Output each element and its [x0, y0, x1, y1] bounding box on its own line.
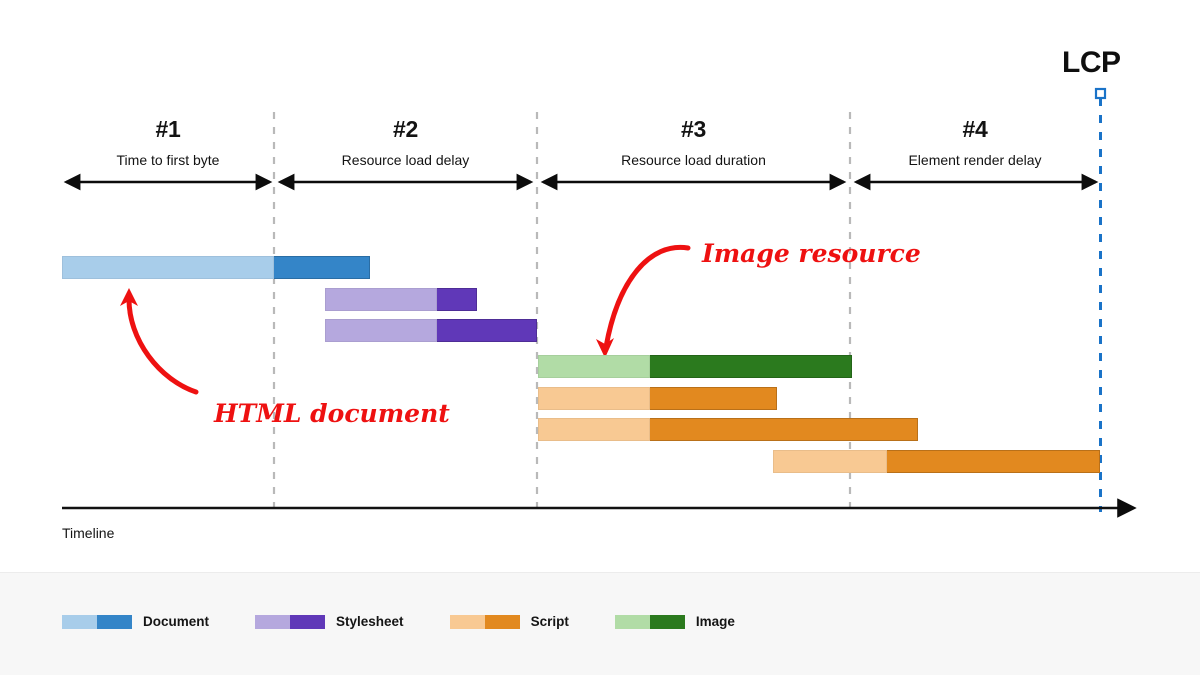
phase-number: #3	[681, 116, 706, 142]
timeline-axis-label: Timeline	[62, 525, 115, 541]
legend-label: Script	[530, 614, 569, 630]
phase-number: #4	[962, 116, 988, 142]
phase-number: #1	[155, 116, 181, 142]
html-document-arrowhead	[120, 288, 138, 306]
annotation-image-resource: Image resource	[702, 239, 921, 268]
resource-bar-script-2	[538, 418, 918, 441]
legend-swatch-document	[62, 615, 132, 629]
phase-block-4: #4 Element render delay	[850, 116, 1100, 168]
html-document-arrow	[126, 294, 199, 395]
bar-segment-dark	[650, 418, 918, 441]
bar-segment-light	[62, 256, 274, 279]
legend-swatch-light	[614, 615, 650, 629]
legend-swatch-script	[449, 615, 520, 629]
legend-item-image: Image	[614, 614, 735, 630]
legend-item-stylesheet: Stylesheet	[255, 615, 404, 629]
image-resource-arrow	[603, 244, 691, 350]
legend-swatch-dark	[484, 615, 520, 629]
legend-swatch-light	[449, 615, 485, 629]
legend-label: Document	[143, 614, 210, 630]
resource-bar-stylesheet-2	[325, 319, 537, 342]
phase-block-2: #2 Resource load delay	[274, 116, 537, 168]
legend-label: Stylesheet	[336, 614, 404, 630]
bar-segment-dark	[887, 450, 1100, 473]
bar-segment-light	[538, 387, 650, 410]
resource-bar-stylesheet-1	[325, 288, 477, 311]
bar-segment-dark	[274, 256, 370, 279]
legend-swatch-dark	[649, 615, 685, 629]
legend-label: Image	[695, 614, 735, 630]
legend-item-document: Document	[62, 615, 209, 629]
legend-swatch-image	[614, 615, 685, 629]
phase-block-1: #1 Time to first byte	[62, 116, 274, 168]
legend-row: Document Stylesheet Script	[62, 615, 781, 629]
phase-block-3: #3 Resource load duration	[537, 116, 850, 168]
legend-swatch-stylesheet	[255, 615, 326, 629]
resource-bar-image	[538, 355, 852, 378]
bar-segment-light	[325, 288, 437, 311]
resource-bar-script-3	[773, 450, 1100, 473]
bar-segment-dark	[650, 387, 777, 410]
legend-swatch-light	[255, 615, 291, 629]
phase-label: Resource load duration	[621, 152, 766, 168]
lcp-marker-square	[1094, 87, 1107, 100]
resource-bar-script-1	[538, 387, 777, 410]
bar-segment-dark	[437, 288, 477, 311]
bar-segment-light	[773, 450, 887, 473]
legend-item-script: Script	[449, 614, 569, 630]
legend-swatch-light	[62, 615, 97, 629]
bar-segment-dark	[650, 355, 852, 378]
diagram-vector-layer	[62, 87, 1137, 518]
resource-bar-document	[62, 256, 370, 279]
lcp-label: LCP	[1062, 46, 1121, 79]
gridline-group	[272, 112, 852, 510]
phase-number: #2	[393, 116, 418, 142]
bar-segment-light	[538, 355, 650, 378]
phase-label: Resource load delay	[341, 152, 470, 168]
phase-label: Time to first byte	[116, 152, 220, 168]
annotation-html-document: HTML document	[214, 399, 450, 428]
bar-segment-light	[325, 319, 437, 342]
bar-segment-dark	[437, 319, 537, 342]
lcp-timeline-diagram: #1 Time to first byte #2 Resource load d…	[62, 46, 1137, 541]
legend-swatch-dark	[290, 615, 326, 629]
legend-panel: Document Stylesheet Script	[0, 572, 1200, 675]
legend-swatch-dark	[97, 615, 132, 629]
bar-segment-light	[538, 418, 650, 441]
phase-label: Element render delay	[908, 152, 1042, 168]
